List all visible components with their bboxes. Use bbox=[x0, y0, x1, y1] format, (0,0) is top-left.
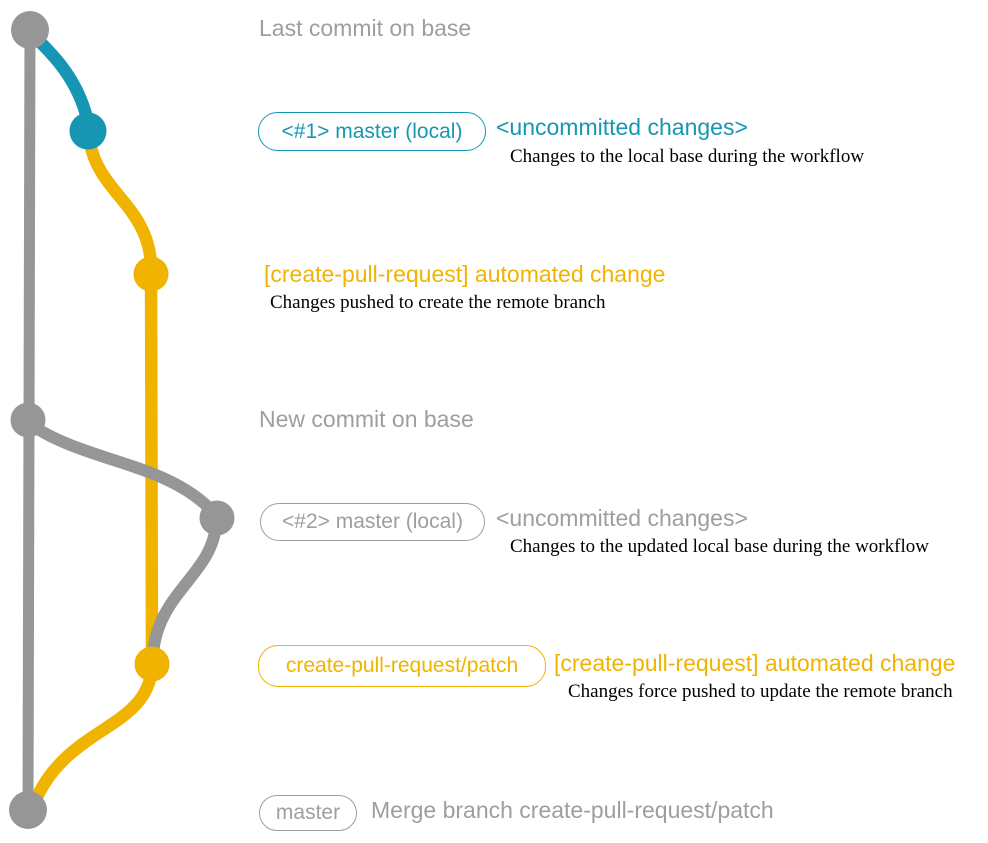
label-new-commit-on-base: New commit on base bbox=[259, 406, 474, 432]
commit-dot-master-local-2 bbox=[199, 500, 235, 536]
label-automated-change-2: [create-pull-request] automated change bbox=[554, 650, 956, 676]
branch-tag-master-local-2: <#2> master (local) bbox=[260, 503, 485, 541]
commit-dot-automated-change-2 bbox=[134, 646, 170, 682]
commit-dot-merge bbox=[9, 791, 47, 829]
label-last-commit-on-base: Last commit on base bbox=[259, 15, 472, 41]
branch-curve-patch-upper bbox=[83, 136, 158, 270]
commit-dot-new-base bbox=[10, 402, 46, 438]
commit-dot-master-local-1 bbox=[69, 112, 107, 150]
branch-tag-master-local-1: <#1> master (local) bbox=[258, 112, 486, 151]
branch-curve-master-local-2 bbox=[24, 418, 220, 519]
caption-updated-local-base-changes: Changes to the updated local base during… bbox=[510, 536, 929, 557]
branch-curve-master2-to-patch bbox=[147, 518, 222, 661]
label-merge-branch: Merge branch create-pull-request/patch bbox=[371, 797, 774, 823]
branch-tag-create-pull-request-patch: create-pull-request/patch bbox=[258, 645, 546, 687]
branch-tag-master: master bbox=[259, 795, 357, 831]
caption-force-pushed-update-remote-branch: Changes force pushed to update the remot… bbox=[568, 681, 953, 702]
label-uncommitted-changes-1: <uncommitted changes> bbox=[496, 114, 748, 140]
label-uncommitted-changes-2: <uncommitted changes> bbox=[496, 505, 748, 531]
commit-dot-automated-change-1 bbox=[133, 256, 169, 292]
caption-local-base-changes: Changes to the local base during the wor… bbox=[510, 146, 865, 167]
caption-pushed-create-remote-branch: Changes pushed to create the remote bran… bbox=[270, 292, 606, 313]
branch-line-patch-vertical bbox=[144, 263, 159, 667]
commit-dot-last-base bbox=[11, 11, 49, 49]
label-automated-change-1: [create-pull-request] automated change bbox=[264, 261, 666, 287]
branch-curve-patch-merge bbox=[31, 661, 159, 802]
